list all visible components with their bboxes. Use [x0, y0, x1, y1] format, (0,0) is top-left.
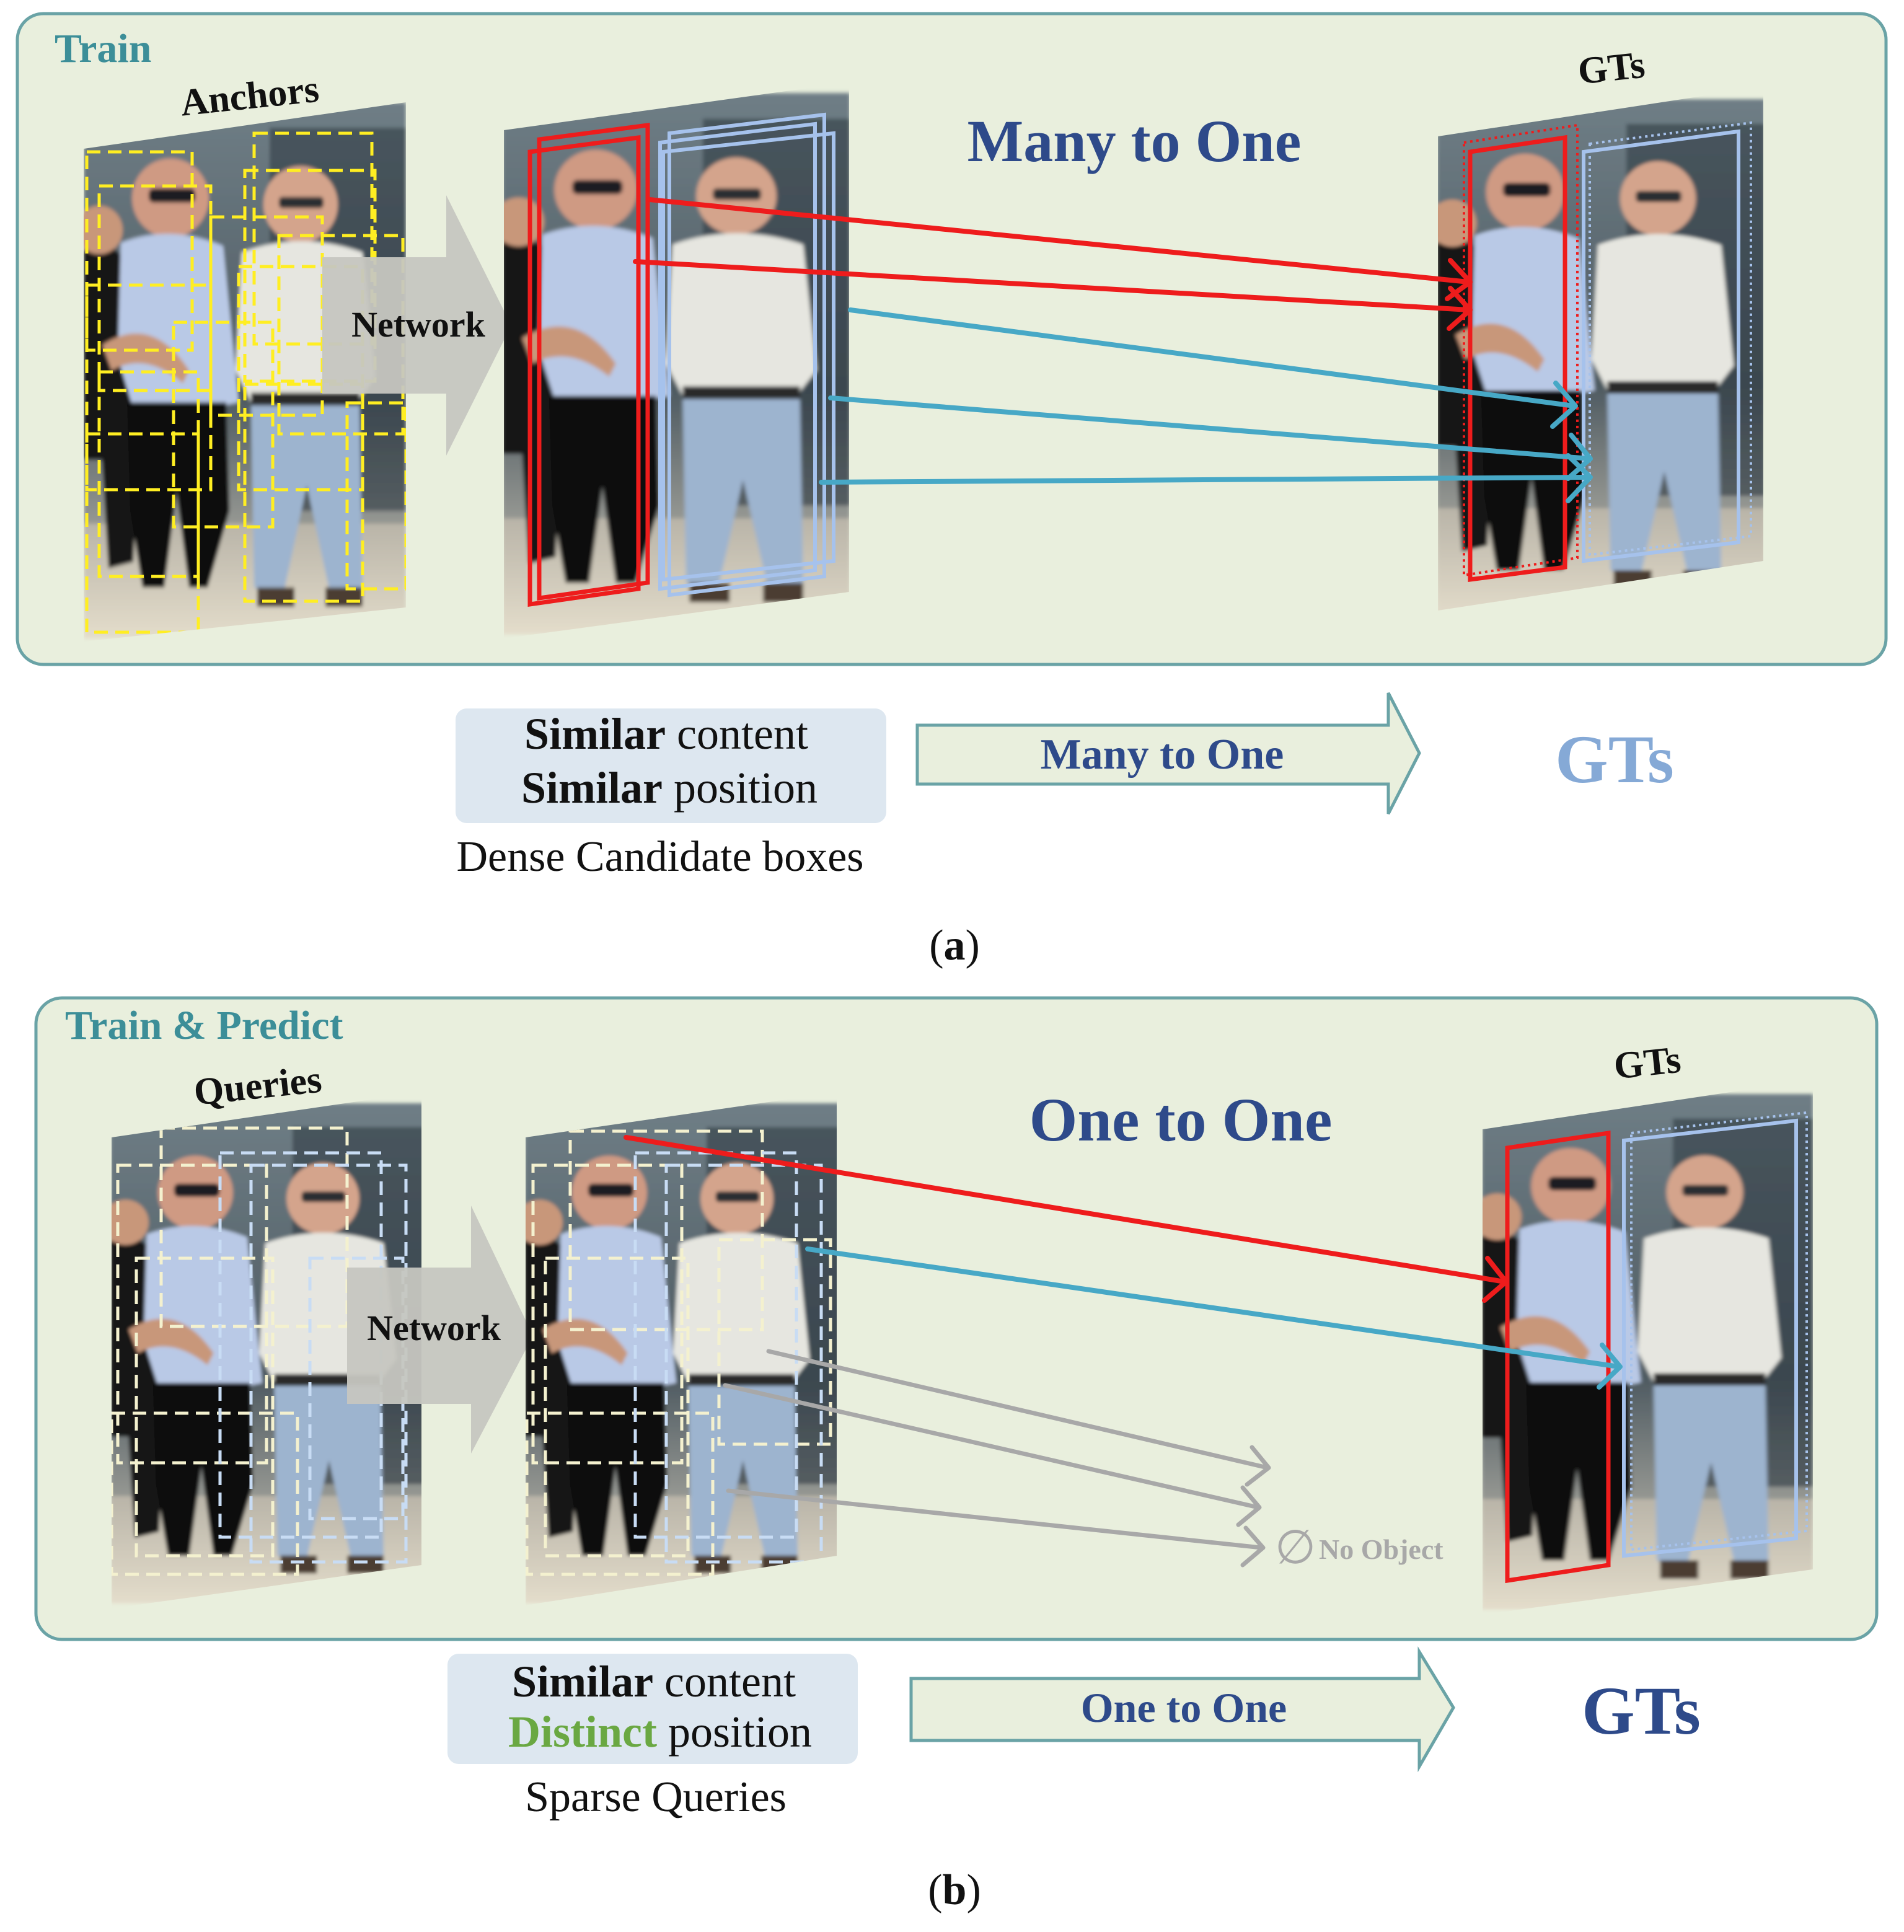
info-line2-rest-a: position	[663, 763, 818, 813]
headline-b: One to One	[1029, 1085, 1333, 1154]
headline-a: Many to One	[967, 108, 1302, 174]
cyan-arrowhead-a-2	[1566, 433, 1593, 481]
gt-box-red-dotted-a	[1463, 123, 1579, 577]
gts-label-b: GTs	[1612, 1039, 1683, 1088]
info-line1-bold-a: Similar	[524, 709, 666, 759]
gray-arrow-b-1	[766, 1349, 1270, 1470]
info-line1-rest-a: content	[666, 709, 808, 759]
gts-image-b	[1483, 1094, 1813, 1610]
gray-arrow-b-2	[723, 1383, 1261, 1510]
info-line2-bold-a: Similar	[521, 763, 663, 813]
target-label-a: GTs	[1555, 721, 1674, 797]
blue-prediction-boxes	[658, 112, 835, 598]
cyan-arrow-a-2	[828, 395, 1592, 461]
red-arrow-b	[624, 1135, 1507, 1284]
gt-box-red-b	[1505, 1130, 1611, 1584]
cyan-arrowhead-b	[1597, 1343, 1623, 1390]
predictions-image-b	[526, 1103, 837, 1603]
gray-arrow-b-3	[726, 1488, 1264, 1550]
info-line2-a: Similar position	[521, 763, 818, 813]
gt-box-blue-a	[1582, 129, 1740, 563]
panel-b-tag: Train & Predict	[65, 1003, 343, 1048]
target-label-b: GTs	[1582, 1673, 1701, 1749]
info-line1-b: Similar content	[512, 1657, 796, 1706]
info-line1-bold-b: Similar	[512, 1657, 653, 1706]
gray-arrowhead-b-1	[1245, 1445, 1271, 1487]
panel-a-frame	[15, 12, 1888, 666]
info-line1-a: Similar content	[524, 709, 808, 759]
cyan-arrowhead-a-3	[1566, 453, 1593, 503]
caption-a: (a)	[929, 922, 980, 969]
info-box-b	[447, 1654, 858, 1764]
gt-box-red-a	[1468, 135, 1567, 582]
no-object-label: No Object	[1319, 1533, 1443, 1565]
matching-arrows-a	[633, 197, 1593, 503]
flow-arrow-a	[915, 692, 1421, 815]
cyan-arrowhead-a-1	[1550, 381, 1578, 429]
query-boxes-light	[112, 1126, 349, 1576]
gray-arrowhead-b-2	[1236, 1485, 1262, 1527]
red-arrow-a-1	[647, 197, 1471, 285]
pred-query-boxes-blue-b	[633, 1151, 823, 1564]
info-line2-rest-b: position	[657, 1707, 812, 1757]
info-box-a	[456, 708, 886, 823]
panel-b-frame	[34, 996, 1879, 1641]
info-line1-rest-b: content	[653, 1657, 796, 1706]
matching-arrows-b	[624, 1135, 1623, 1568]
network-arrow-b	[347, 1206, 533, 1453]
red-arrowhead-a-2	[1447, 286, 1473, 331]
flow-arrow-b	[909, 1646, 1455, 1773]
info-line2-bold-b: Distinct	[508, 1707, 657, 1757]
gts-label-a: GTs	[1576, 44, 1647, 93]
cyan-arrow-a-1	[848, 307, 1577, 408]
panel-a-tag: Train	[55, 26, 151, 71]
gt-box-blue-b	[1622, 1118, 1798, 1558]
cyan-arrow-b	[805, 1246, 1621, 1369]
info-caption-a: Dense Candidate boxes	[456, 833, 863, 881]
gray-arrowhead-b-3	[1240, 1525, 1266, 1568]
flow-arrow-label-b: One to One	[1081, 1684, 1287, 1731]
network-arrow-a	[322, 195, 511, 456]
info-caption-b: Sparse Queries	[525, 1773, 787, 1821]
flow-arrow-label-a: Many to One	[1041, 731, 1284, 779]
red-prediction-boxes	[527, 123, 650, 607]
red-arrowhead-b	[1482, 1256, 1509, 1303]
network-label-b: Network	[367, 1308, 501, 1348]
predictions-image-a	[504, 93, 849, 635]
network-label-a: Network	[351, 304, 486, 345]
cyan-arrow-a-3	[819, 475, 1592, 485]
caption-b: (b)	[928, 1866, 981, 1914]
red-arrow-a-2	[633, 259, 1471, 312]
gt-box-blue-dotted-a	[1589, 121, 1752, 557]
pred-query-boxes-light-b	[526, 1129, 832, 1576]
no-object-symbol: ∅	[1275, 1522, 1316, 1574]
gts-image-a	[1438, 99, 1763, 611]
info-line2-b: Distinct position	[508, 1707, 812, 1757]
